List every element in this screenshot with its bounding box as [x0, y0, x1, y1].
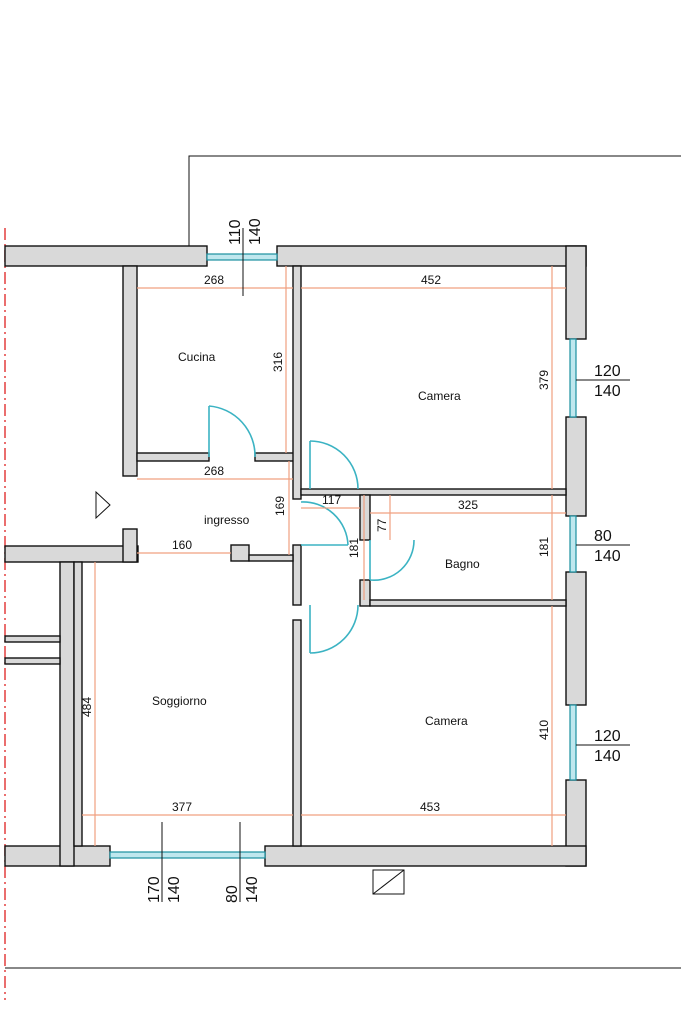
room-label-cucina: Cucina — [178, 350, 216, 364]
dim-camera-bottom-height: 410 — [537, 720, 551, 740]
window-bagno — [569, 515, 577, 573]
dim-ingresso-height: 169 — [273, 496, 287, 516]
window-kitchen — [206, 253, 278, 261]
dim-cucina-width-top: 268 — [204, 273, 224, 287]
dim-soggiorno-height: 484 — [80, 697, 94, 717]
window-leaders — [161, 228, 630, 902]
entrance-arrow-icon — [95, 490, 111, 520]
window-bagno-height: 140 — [594, 548, 621, 565]
dim-bagno-small: 77 — [375, 518, 389, 532]
window-soggiorno-right-width: 80 — [224, 885, 241, 903]
room-label-camera-top: Camera — [418, 389, 461, 403]
dim-bagno-height: 181 — [537, 537, 551, 557]
dim-camera-top-height: 379 — [537, 370, 551, 390]
window-camera-top-width: 120 — [594, 363, 621, 380]
doors — [208, 405, 415, 654]
window-camera-top — [569, 338, 577, 418]
window-soggiorno-left-height: 140 — [166, 876, 183, 903]
window-soggiorno — [109, 851, 266, 859]
window-bagno-width: 80 — [594, 528, 612, 545]
dim-cucina-height: 316 — [271, 352, 285, 372]
dim-bagno-width: 325 — [458, 498, 478, 512]
dim-ingresso-width: 160 — [172, 538, 192, 552]
dim-corridor-height: 181 — [347, 538, 361, 558]
room-label-bagno: Bagno — [445, 557, 480, 571]
site-boundary — [188, 155, 681, 246]
window-camera-top-height: 140 — [594, 383, 621, 400]
window-camera-bottom-height: 140 — [594, 748, 621, 765]
room-label-soggiorno: Soggiorno — [152, 694, 207, 708]
window-soggiorno-right-height: 140 — [244, 876, 261, 903]
dimension-lines — [82, 266, 566, 846]
window-kitchen-width: 110 — [227, 219, 244, 245]
room-label-camera-bottom: Camera — [425, 714, 468, 728]
dim-corridor-width: 117 — [322, 493, 341, 507]
dim-cucina-width-bottom: 268 — [204, 464, 224, 478]
window-kitchen-height: 140 — [247, 218, 264, 245]
window-camera-bottom — [569, 704, 577, 781]
room-label-ingresso: ingresso — [204, 513, 250, 527]
window-soggiorno-left-width: 170 — [146, 876, 163, 903]
window-camera-bottom-width: 120 — [594, 728, 621, 745]
dim-camera-top-width: 452 — [421, 273, 441, 287]
walls — [4, 245, 587, 867]
stair-icon — [372, 869, 405, 895]
dim-soggiorno-width: 377 — [172, 800, 192, 814]
windows — [109, 253, 577, 859]
dim-camera-bottom-width: 453 — [420, 800, 440, 814]
